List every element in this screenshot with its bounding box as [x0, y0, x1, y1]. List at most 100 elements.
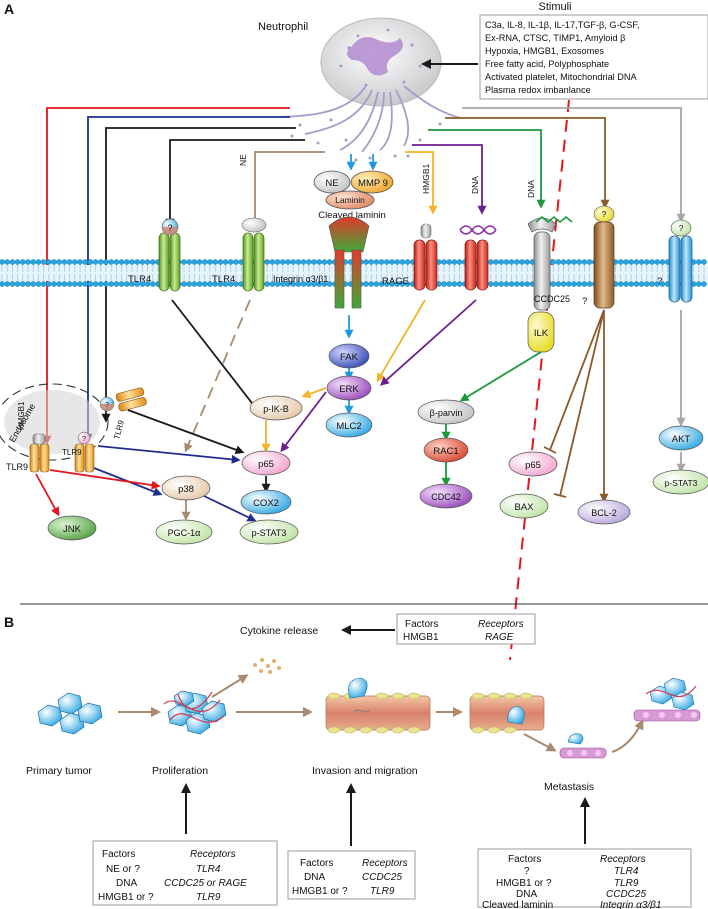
fak-node: [328, 343, 370, 369]
box-prolif-factors-header: Factors: [102, 849, 135, 860]
tlr4-b-label: TLR4: [212, 274, 235, 285]
endosome: Endosome HMGB1 TLR9 ? TLR9 ? TLR9: [0, 383, 147, 473]
cytokine-dots: [253, 658, 281, 674]
arrow-ilk-parvin: [459, 351, 542, 402]
pikb-node: [249, 395, 303, 421]
stimuli-line: C3a, IL-8, IL-1β, IL-17,TGF-β, G-CSF,: [485, 20, 640, 30]
stage-metastasis: Metastasis: [544, 781, 594, 793]
metastasis-cells: [559, 733, 607, 759]
hmgb1-endo-label: HMGB1: [17, 401, 26, 430]
dna-strand-icon: [459, 225, 497, 235]
rage-receptor-dna: DNA: [459, 176, 497, 291]
arrow-tlr9c-p65: [127, 409, 245, 455]
ne-label: NE: [325, 178, 338, 189]
bparvin-node: [417, 399, 475, 425]
erk-label: ERK: [339, 384, 359, 395]
box-top-factors-header: Factors: [405, 619, 438, 630]
unknown-mark: ?: [657, 276, 662, 287]
unknown-mark: ?: [167, 223, 172, 233]
erk-node: [326, 375, 372, 401]
arrow-erk-pikb: [301, 387, 327, 399]
tlr9-c-label: TLR9: [112, 419, 126, 441]
mlc2-label: MLC2: [336, 421, 361, 432]
pikb-label: p-IK-B: [263, 404, 289, 414]
neutrophil-label: Neutrophil: [258, 21, 308, 33]
tlr9-a-label: TLR9: [6, 462, 28, 472]
dna-top-label: DNA: [470, 176, 480, 194]
cytokine-release-label: Cytokine release: [240, 625, 318, 637]
ilk-label: ILK: [534, 328, 549, 339]
brown-path: [445, 117, 610, 209]
navy-path: [83, 116, 290, 443]
box-meta-receptor: Integrin α3/β1: [600, 900, 661, 909]
box-prolif-receptor: TLR9: [196, 892, 221, 903]
unknown-receptor-blue: ? ?: [657, 219, 693, 303]
integrin-label: Integrin α3/β1: [273, 274, 328, 284]
gray-path: [462, 107, 686, 223]
red-path: [42, 107, 290, 445]
arrow-tlr9a-jnk: [35, 473, 60, 517]
laminin-label: Laminin: [335, 195, 365, 205]
unknown-mark: ?: [582, 296, 587, 307]
rac1-node: [423, 437, 469, 463]
inhibit-p65-right-bar: [543, 446, 557, 454]
gold-path: [405, 151, 438, 215]
box-inv-receptors-header: Receptors: [362, 858, 408, 869]
unknown-receptor-brown: ? ?: [582, 205, 615, 309]
box-prolif-factor: HMGB1 or ?: [98, 892, 154, 903]
box-meta-factor: HMGB1 or ?: [496, 878, 552, 889]
pstat3-right-node: [652, 469, 708, 495]
pgc1a-node: [155, 519, 213, 545]
arrow-tlr4-p65: [171, 299, 264, 419]
hmgb1-ligand: [420, 223, 432, 239]
p65-right-node: [508, 451, 558, 477]
divider-dashed: [509, 99, 570, 661]
akt-label: AKT: [672, 434, 691, 445]
p65-label: p65: [258, 459, 274, 470]
arrow-p38-pstat3: [203, 495, 257, 522]
inhibit-p65-right: [549, 309, 605, 451]
intravasation-vessel: [469, 692, 545, 734]
protease-cluster: NE MMP 9 Laminin: [313, 170, 394, 210]
net-particles: [290, 118, 442, 162]
inhibit-bax: [559, 309, 605, 497]
stage-proliferation: Proliferation: [152, 765, 208, 777]
tlr4-receptor-b: NE TLR4: [212, 154, 267, 292]
box-meta-factor: ?: [524, 866, 530, 877]
box-meta-receptor: CCDC25: [606, 889, 646, 900]
downstream-arrows: [35, 299, 686, 522]
stimuli-line: Plasma redox imbanlance: [485, 85, 591, 95]
arrow-rage-erk: [376, 299, 426, 383]
arrow-tlr4-p38: [184, 299, 251, 453]
box-inv-factors-header: Factors: [300, 858, 333, 869]
ne-top-label: NE: [238, 154, 248, 166]
rage-receptor-hmgb1: HMGB1 RAGE: [382, 164, 438, 291]
p65-right-label: p65: [525, 460, 541, 471]
tlr4-receptor-a: ? TLR4: [128, 218, 181, 292]
green-path: [428, 129, 546, 209]
p38-label: p38: [178, 484, 194, 495]
box-meta-receptor: TLR9: [614, 878, 639, 889]
pstat3-right-label: p-STAT3: [665, 478, 698, 488]
arrow-intra-meta: [523, 733, 557, 752]
tan-path: [250, 151, 325, 228]
stimuli-line: Activated platelet, Mitochondrial DNA: [485, 72, 638, 82]
black-path-left: [101, 127, 296, 423]
bcl2-label: BCL-2: [591, 508, 617, 518]
akt-node: [658, 425, 704, 451]
arrow-meta-colony: [611, 719, 644, 753]
box-invasion: [287, 850, 416, 900]
unknown-mark: ?: [602, 209, 607, 219]
cleaved-laminin-label: Cleaved laminin: [318, 210, 386, 221]
arrow-erk-p65: [280, 391, 327, 453]
box-meta-receptor: TLR4: [614, 866, 639, 877]
tlr4-a-label: TLR4: [128, 274, 151, 285]
stimuli-title: Stimuli: [538, 1, 571, 13]
pathway-lines: [42, 107, 686, 445]
box-metastasis: [477, 848, 692, 908]
unknown-mark: ?: [679, 223, 684, 233]
stage-primary-tumor: Primary tumor: [26, 765, 92, 777]
arrow-tlr9b-p65: [97, 445, 241, 464]
mmp9-node: [350, 170, 394, 194]
